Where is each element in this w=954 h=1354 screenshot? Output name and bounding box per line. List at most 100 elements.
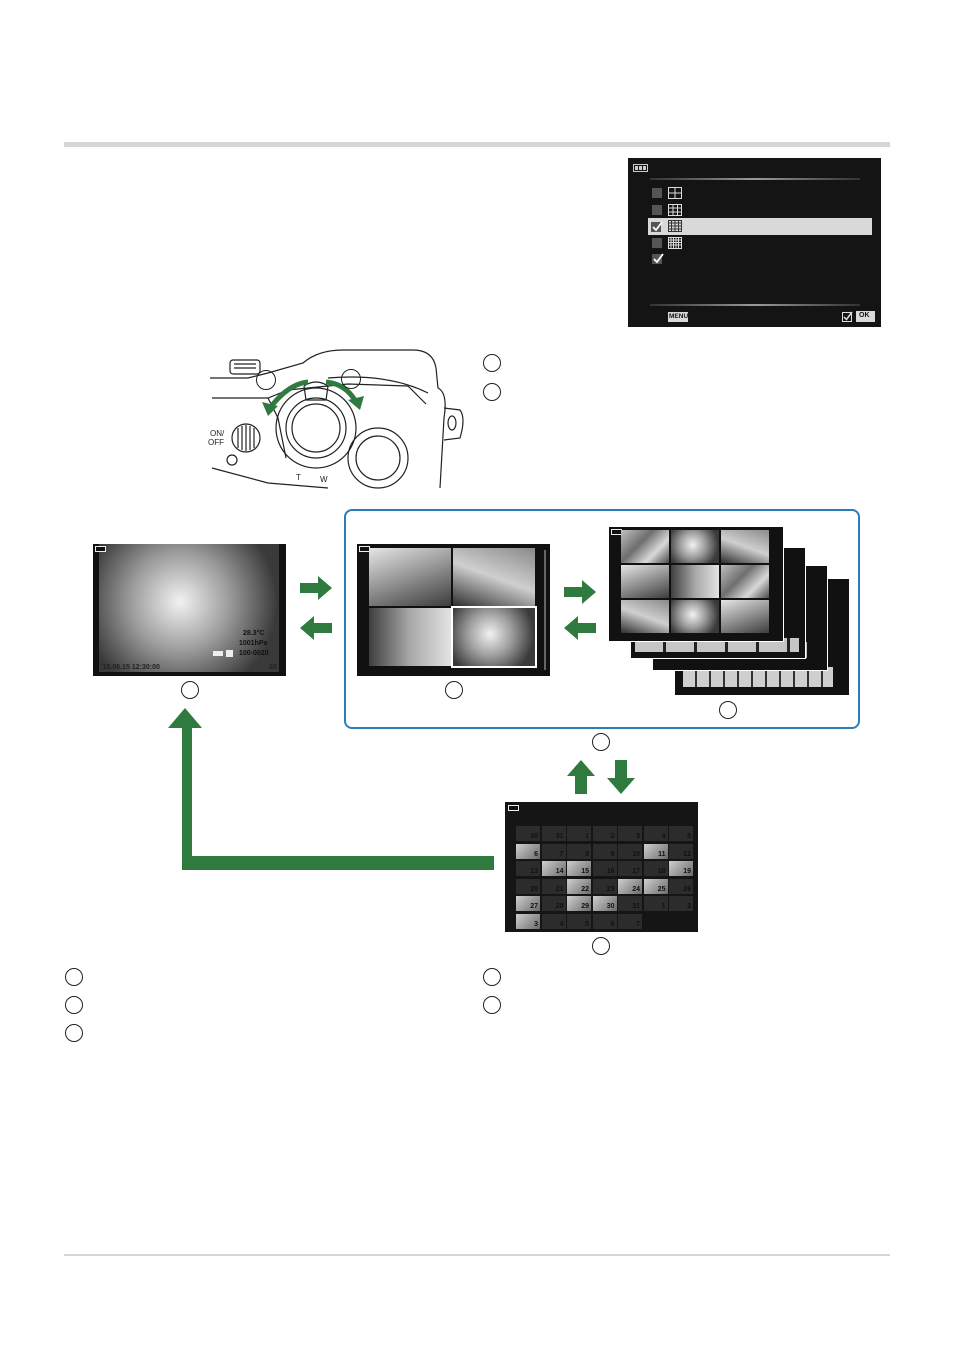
calendar-day-cell[interactable]: 4 xyxy=(541,913,566,929)
ok-button[interactable] xyxy=(856,311,875,322)
calendar-day-cell[interactable]: 25 xyxy=(643,878,668,894)
thumbnail-photo[interactable] xyxy=(721,530,769,563)
menu-row-2[interactable] xyxy=(650,203,870,217)
calendar-day-number: 13 xyxy=(530,868,538,875)
calendar-day-number: 22 xyxy=(581,885,589,893)
calendar-day-cell[interactable]: 7 xyxy=(541,843,566,859)
calendar-day-cell[interactable]: 24 xyxy=(618,878,642,894)
calendar-day-cell[interactable]: 20 xyxy=(516,878,540,894)
checkbox-icon[interactable] xyxy=(652,188,662,198)
calendar-day-cell[interactable]: 18 xyxy=(643,861,668,876)
calendar-day-number: 14 xyxy=(555,868,564,875)
checked-checkbox-icon[interactable] xyxy=(652,252,665,265)
thumbnail-photo[interactable] xyxy=(453,548,535,606)
calendar-day-number: 1 xyxy=(585,833,589,840)
calendar-day-cell[interactable]: 1 xyxy=(643,896,668,911)
calendar-day-cell[interactable]: 13 xyxy=(516,861,540,876)
calendar-day-cell[interactable]: 30 xyxy=(592,896,617,911)
grid-9-icon xyxy=(668,204,682,216)
menu-softkey[interactable] xyxy=(668,312,688,322)
calendar-day-cell[interactable]: 8 xyxy=(567,843,591,859)
calendar-day-cell[interactable]: 12 xyxy=(669,843,693,859)
calendar-day-cell[interactable]: 14 xyxy=(541,861,566,876)
calendar-day-cell[interactable]: 3 xyxy=(618,826,642,841)
legend-marker-b xyxy=(65,996,83,1014)
calendar-day-cell[interactable]: 23 xyxy=(592,878,617,894)
calendar-day-cell[interactable]: 5 xyxy=(669,826,693,841)
calendar-day-number: 7 xyxy=(636,920,640,928)
calendar-day-number: 5 xyxy=(585,920,589,928)
menu-divider-top xyxy=(650,178,860,180)
calendar-day-cell[interactable]: 29 xyxy=(567,896,591,911)
calendar-day-number: 10 xyxy=(632,850,640,858)
thumbnail-photo[interactable] xyxy=(621,530,669,563)
checked-checkbox-icon[interactable] xyxy=(651,221,663,232)
calendar-day-number: 25 xyxy=(657,885,666,893)
calendar-day-cell[interactable]: 9 xyxy=(592,843,617,859)
calendar-day-cell[interactable]: 31 xyxy=(541,826,566,841)
calendar-day-number: 11 xyxy=(658,850,666,858)
menu-divider-bottom xyxy=(650,304,860,306)
calendar-day-cell[interactable]: 22 xyxy=(567,878,591,894)
arrow-right-icon xyxy=(564,580,596,604)
calendar-day-cell[interactable]: 11 xyxy=(643,843,668,859)
checkbox-icon[interactable] xyxy=(652,205,662,215)
calendar-day-cell[interactable]: 15 xyxy=(567,861,591,876)
info-pressure: 1001hPa xyxy=(239,640,268,647)
calendar-day-cell[interactable]: 19 xyxy=(669,861,693,876)
thumbnail-photo[interactable] xyxy=(621,600,669,633)
calendar-day-cell[interactable]: 31 xyxy=(618,896,642,911)
calendar-day-cell[interactable]: 21 xyxy=(541,878,566,894)
calendar-day-number: 3 xyxy=(534,920,538,928)
return-arrow-icon xyxy=(168,708,494,870)
calendar-day-cell[interactable]: 2 xyxy=(669,896,693,911)
thumbnail-photo[interactable] xyxy=(671,600,719,633)
scrollbar[interactable] xyxy=(544,550,546,670)
calendar-day-number: 23 xyxy=(606,885,615,893)
single-frame-playback-screen: 28.3°C 1001hPa 100-0020 '15.06.15 12:30:… xyxy=(93,544,286,676)
thumbnail-photo-selected[interactable] xyxy=(451,606,537,668)
callout-calendar xyxy=(592,937,610,955)
checkbox-icon[interactable] xyxy=(652,238,662,248)
calendar-day-cell[interactable]: 6 xyxy=(516,843,540,859)
calendar-day-number: 20 xyxy=(530,885,538,893)
battery-icon xyxy=(508,805,519,811)
callout-index-4 xyxy=(445,681,463,699)
calendar-day-cell[interactable]: 5 xyxy=(567,913,591,929)
thumbnail-photo[interactable] xyxy=(721,565,769,598)
index-9-screen xyxy=(608,526,784,642)
calendar-day-cell[interactable]: 10 xyxy=(618,843,642,859)
thumbnail-photo[interactable] xyxy=(369,548,451,606)
calendar-day-number: 26 xyxy=(683,885,691,893)
calendar-day-cell[interactable]: 1 xyxy=(567,826,591,841)
thumbnail-photo[interactable] xyxy=(671,530,719,563)
menu-row-1[interactable] xyxy=(650,186,870,200)
section-rule xyxy=(64,142,890,147)
menu-row-3-selected[interactable] xyxy=(648,218,872,235)
thumbnail-photo[interactable] xyxy=(721,600,769,633)
calendar-day-number: 2 xyxy=(610,833,615,840)
calendar-day-number: 28 xyxy=(555,903,564,910)
calendar-day-number: 30 xyxy=(606,903,615,910)
calendar-day-cell[interactable]: 3 xyxy=(516,913,540,929)
calendar-day-cell[interactable]: 26 xyxy=(669,878,693,894)
svg-text:ON/: ON/ xyxy=(210,429,225,438)
thumbnail-photo[interactable] xyxy=(621,565,669,598)
calendar-day-number: 21 xyxy=(555,885,564,893)
calendar-day-cell[interactable]: 6 xyxy=(592,913,617,929)
calendar-day-cell[interactable]: 28 xyxy=(541,896,566,911)
thumbnail-photo[interactable] xyxy=(369,608,451,666)
calendar-day-cell[interactable]: 2 xyxy=(592,826,617,841)
calendar-day-cell[interactable]: 30 xyxy=(516,826,540,841)
menu-row-5[interactable] xyxy=(650,252,870,266)
calendar-day-cell[interactable]: 17 xyxy=(618,861,642,876)
thumbnail-photo[interactable] xyxy=(671,565,719,598)
callout-1 xyxy=(256,370,276,390)
menu-row-4[interactable] xyxy=(650,236,870,250)
calendar-day-cell[interactable]: 4 xyxy=(643,826,668,841)
legend-marker-a xyxy=(65,968,83,986)
info-date-time: '15.06.15 12:30:00 xyxy=(101,664,160,671)
calendar-day-cell[interactable]: 27 xyxy=(516,896,540,911)
calendar-day-cell[interactable]: 16 xyxy=(592,861,617,876)
calendar-day-cell[interactable]: 7 xyxy=(618,913,642,929)
